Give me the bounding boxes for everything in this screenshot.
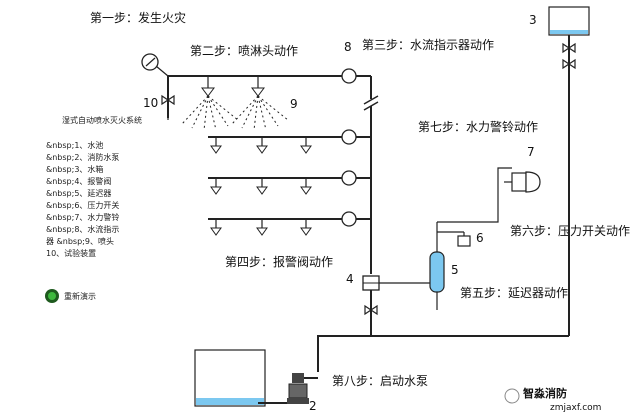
alarm-bell-motor-icon <box>511 172 527 192</box>
pump-motor-icon <box>292 373 304 383</box>
water-flow-indicators <box>341 68 357 227</box>
gauge-needle <box>145 57 156 67</box>
step-4-label: 第四步：报警阀动作 <box>225 254 333 269</box>
legend-item: &nbsp;3、水箱 <box>46 164 103 174</box>
legend-item: &nbsp;1、水池 <box>46 140 103 150</box>
step-7-label: 第七步：水力警铃动作 <box>418 119 538 134</box>
replay-button[interactable]: 重新演示 <box>45 289 96 303</box>
legend: 湿式自动喷水灭火系统 &nbsp;1、水池 &nbsp;2、消防水泵 &nbsp… <box>46 115 142 258</box>
tank-valve-icon <box>562 42 576 54</box>
step-3-label: 第三步：水流指示器动作 <box>362 37 494 52</box>
num-10: 10 <box>143 96 158 110</box>
legend-item: &nbsp;2、消防水泵 <box>46 152 119 162</box>
step-1-label: 第一步：发生火灾 <box>90 10 186 25</box>
watermark: 智淼消防 zmjaxf.com <box>504 386 601 413</box>
watermark-url: zmjaxf.com <box>550 403 601 413</box>
step-5-label: 第五步：延迟器动作 <box>460 286 568 300</box>
tank-water-fill <box>550 30 588 34</box>
gate-valve-icon <box>364 304 378 316</box>
sprinkler-heads <box>210 137 312 236</box>
branch-pipes <box>208 136 349 220</box>
step-2-label: 第二步：喷淋头动作 <box>190 44 298 58</box>
num-2: 2 <box>309 399 317 413</box>
step-8-label: 第八步：启动水泵 <box>332 374 428 388</box>
num-8: 8 <box>344 40 352 54</box>
gauge-stem <box>155 65 169 77</box>
legend-item: &nbsp;6、压力开关 <box>46 200 119 210</box>
bell-pipe <box>437 167 512 223</box>
replay-icon-inner[interactable] <box>48 292 56 300</box>
fire-pump-icon <box>288 383 308 399</box>
legend-item: &nbsp;8、水流指示 <box>46 224 119 234</box>
pool-water-fill <box>196 398 264 405</box>
num-3: 3 <box>529 13 537 27</box>
sprinkler-heads-top <box>201 76 265 97</box>
num-7: 7 <box>527 145 535 159</box>
legend-item: 10、试验装置 <box>46 248 96 258</box>
water-pool-icon <box>194 349 266 407</box>
legend-item: &nbsp;7、水力警铃 <box>46 212 119 222</box>
legend-item: &nbsp;5、延迟器 <box>46 188 111 198</box>
num-6: 6 <box>476 231 484 245</box>
check-valve-icon <box>562 58 576 70</box>
num-9: 9 <box>290 97 298 111</box>
num-5: 5 <box>451 263 459 277</box>
water-spray <box>181 95 289 131</box>
legend-title: 湿式自动喷水灭火系统 <box>62 115 142 125</box>
alarm-bell-icon <box>525 171 541 193</box>
riser-links <box>356 136 371 220</box>
pump-base <box>287 398 309 404</box>
step-6-label: 第六步：压力开关动作 <box>510 224 630 238</box>
pressure-switch-icon <box>457 235 471 247</box>
num-4: 4 <box>346 272 354 286</box>
test-valve-icon <box>161 94 175 106</box>
legend-item: &nbsp;4、报警阀 <box>46 176 111 186</box>
watermark-logo-icon <box>504 388 520 404</box>
retard-chamber-icon <box>429 251 445 293</box>
replay-label[interactable]: 重新演示 <box>64 291 96 301</box>
pump-discharge-pipe <box>317 335 371 372</box>
legend-item: 器 &nbsp;9、喷头 <box>46 236 114 246</box>
watermark-brand: 智淼消防 <box>523 386 567 400</box>
